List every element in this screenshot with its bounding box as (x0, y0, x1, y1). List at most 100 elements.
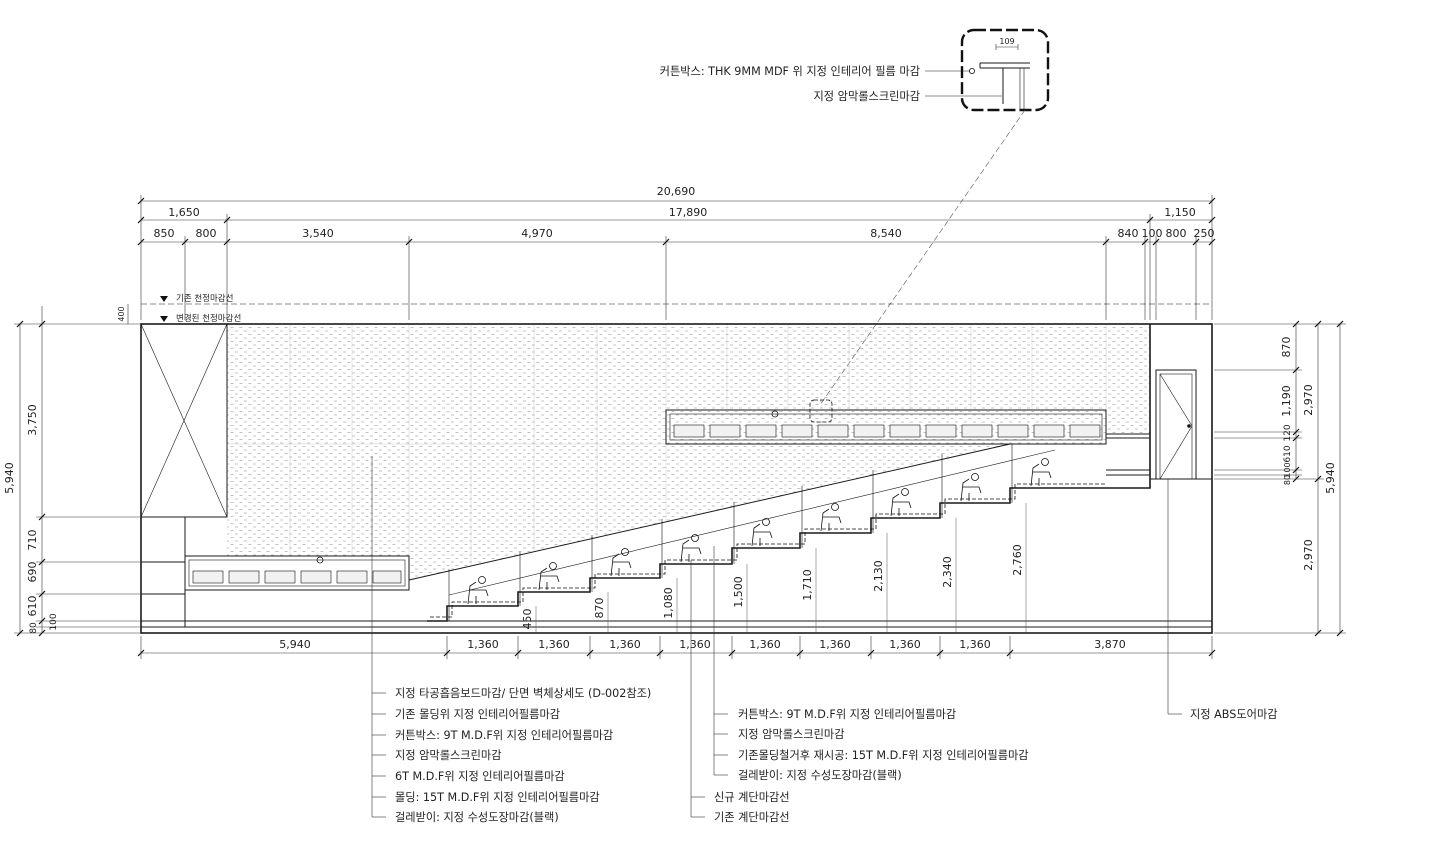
dim-bottom-9: 3,870 (1094, 638, 1126, 651)
right-dimensions: 870 1,190 120 610 100 80 2,970 5,940 2,9… (1214, 320, 1346, 637)
dim-left-inner-4: 610 (26, 596, 39, 617)
note-mid-3: 걸레받이: 지정 수성도장마감(블랙) (738, 769, 902, 782)
riser-dim-3: 1,500 (732, 576, 745, 608)
level-existing-ceiling: 기존 천정마감선 (176, 293, 233, 304)
dim-right-inner-0: 870 (1280, 337, 1293, 358)
riser-dim-6: 2,340 (941, 556, 954, 588)
chair-icon (467, 576, 489, 605)
leader-lines (371, 456, 1182, 818)
notes-mid: 커튼박스: 9T M.D.F위 지정 인테리어필름마감 지정 암막롤스크린마감 … (714, 708, 1029, 824)
riser-dim-5: 2,130 (872, 560, 885, 592)
note-left-4: 6T M.D.F위 지정 인테리어필름마감 (395, 770, 565, 783)
dim-left-inner-0: 400 (117, 306, 126, 321)
acoustic-board-area (227, 324, 1150, 580)
dim-top-3-4: 8,540 (870, 227, 902, 240)
dim-bottom-7: 1,360 (889, 638, 921, 651)
stair-profile-new (427, 479, 1151, 622)
detail-dimension: 109 (999, 37, 1014, 46)
abs-door (1149, 324, 1212, 480)
dim-right-inner-2: 120 (1283, 424, 1293, 441)
dim-top-2-0: 1,650 (168, 206, 200, 219)
seats (467, 458, 1052, 605)
detail-note-curtain-box: 커튼박스: THK 9MM MDF 위 지정 인테리어 필름 마감 (660, 65, 920, 78)
dim-left-inner-2: 710 (26, 530, 39, 551)
dim-right-outer-2: 2,970 (1302, 539, 1315, 571)
dim-left-inner-6: 100 (49, 613, 59, 630)
dim-bottom-1: 1,360 (467, 638, 499, 651)
note-mid-5: 기존 계단마감선 (714, 811, 790, 824)
riser-dim-2: 1,080 (662, 587, 675, 619)
dim-top-3-0: 850 (154, 227, 175, 240)
dim-bottom-8: 1,360 (959, 638, 991, 651)
fixture-icon (771, 410, 779, 418)
riser-dim-7: 2,760 (1011, 544, 1024, 576)
dim-top-3-7: 800 (1166, 227, 1187, 240)
chair-icon (820, 503, 842, 532)
dim-top-2-1: 17,890 (669, 206, 708, 219)
chair-icon (751, 518, 773, 547)
dim-top-3-5: 840 (1118, 227, 1139, 240)
dim-bottom-5: 1,360 (749, 638, 781, 651)
elevation-main: 450 870 1,080 1,500 1,710 2,130 2,340 2,… (140, 323, 1213, 634)
dim-left-inner-1: 3,750 (26, 404, 39, 436)
dim-top-3-3: 4,970 (521, 227, 553, 240)
dim-right-inner-5: 80 (1283, 475, 1292, 485)
level-changed-ceiling: 변경된 천정마감선 (176, 313, 241, 324)
top-dimensions: 20,690 1,650 17,890 1,150 850 800 3,540 … (137, 185, 1216, 320)
dim-bottom-2: 1,360 (538, 638, 570, 651)
dim-overall: 20,690 (657, 185, 696, 198)
detail-note-roll-screen: 지정 암막롤스크린마감 (814, 90, 920, 103)
detail-marker (809, 399, 833, 423)
riser-dimensions: 450 870 1,080 1,500 1,710 2,130 2,340 2,… (521, 503, 1027, 633)
note-right-0: 지정 ABS도어마감 (1190, 708, 1278, 721)
left-dimensions: 5,940 400 3,750 710 690 610 80 100 (3, 304, 140, 637)
ceiling-levels: 기존 천정마감선 변경된 천정마감선 (141, 293, 1212, 324)
detail-callout: 109 커튼박스: THK 9MM MDF 위 지정 인테리어 필름 마감 지정… (660, 28, 1050, 406)
note-left-2: 커튼박스: 9T M.D.F위 지정 인테리어필름마감 (395, 729, 613, 742)
chair-icon (538, 562, 560, 591)
chair-icon (890, 488, 912, 517)
note-mid-4: 신규 계단마감선 (714, 791, 790, 804)
dim-right-outer-0: 2,970 (1302, 384, 1315, 416)
dim-right-inner-4: 100 (1283, 462, 1292, 477)
dim-top-3-2: 3,540 (302, 227, 334, 240)
dim-top-3-1: 800 (196, 227, 217, 240)
dim-top-3-8: 250 (1194, 227, 1215, 240)
dim-right-outer-1: 5,940 (1324, 462, 1337, 494)
stair-profile-existing (430, 483, 1106, 618)
dim-bottom-3: 1,360 (609, 638, 641, 651)
curtain-box-lower (184, 555, 410, 591)
bottom-dimensions: 5,940 1,360 1,360 1,360 1,360 1,360 1,36… (137, 636, 1216, 659)
note-left-5: 몰딩: 15T M.D.F위 지정 인테리어필름마감 (395, 791, 600, 804)
riser-dim-0: 450 (521, 609, 534, 630)
dim-right-inner-1: 1,190 (1280, 385, 1293, 417)
note-left-3: 지정 암막롤스크린마감 (395, 749, 501, 762)
fixture-icon (316, 556, 324, 564)
note-left-0: 지정 타공흡음보드마감/ 단면 벽체상세도 (D-002참조) (395, 686, 651, 700)
stair-slope-line (408, 443, 1011, 581)
chair-icon (960, 473, 982, 502)
note-mid-2: 기존몰딩철거후 재시공: 15T M.D.F위 지정 인테리어필름마감 (738, 749, 1029, 762)
chair-icon (1030, 458, 1052, 487)
chair-icon (610, 548, 632, 577)
notes-right: 지정 ABS도어마감 (1190, 708, 1278, 721)
riser-dim-1: 870 (593, 598, 606, 619)
riser-dim-4: 1,710 (801, 569, 814, 601)
dim-bottom-6: 1,360 (819, 638, 851, 651)
note-left-1: 기존 몰딩위 지정 인테리어필름마감 (395, 708, 560, 721)
detail-bubble (960, 28, 1050, 112)
door-handle-icon (1187, 424, 1191, 428)
note-mid-0: 커튼박스: 9T M.D.F위 지정 인테리어필름마감 (738, 708, 956, 721)
curtain-box-upper (665, 399, 1107, 445)
level-marker-icon (160, 296, 168, 302)
dim-top-2-2: 1,150 (1164, 206, 1196, 219)
dim-left-outer-0: 5,940 (3, 462, 16, 494)
dim-top-3-6: 100 (1142, 227, 1163, 240)
dim-bottom-4: 1,360 (679, 638, 711, 651)
detail-screw-icon (969, 68, 976, 75)
dim-bottom-0: 5,940 (279, 638, 311, 651)
level-marker-icon (160, 316, 168, 322)
dim-right-inner-3: 610 (1283, 445, 1293, 462)
note-left-6: 걸레받이: 지정 수성도장마감(블랙) (395, 811, 559, 824)
